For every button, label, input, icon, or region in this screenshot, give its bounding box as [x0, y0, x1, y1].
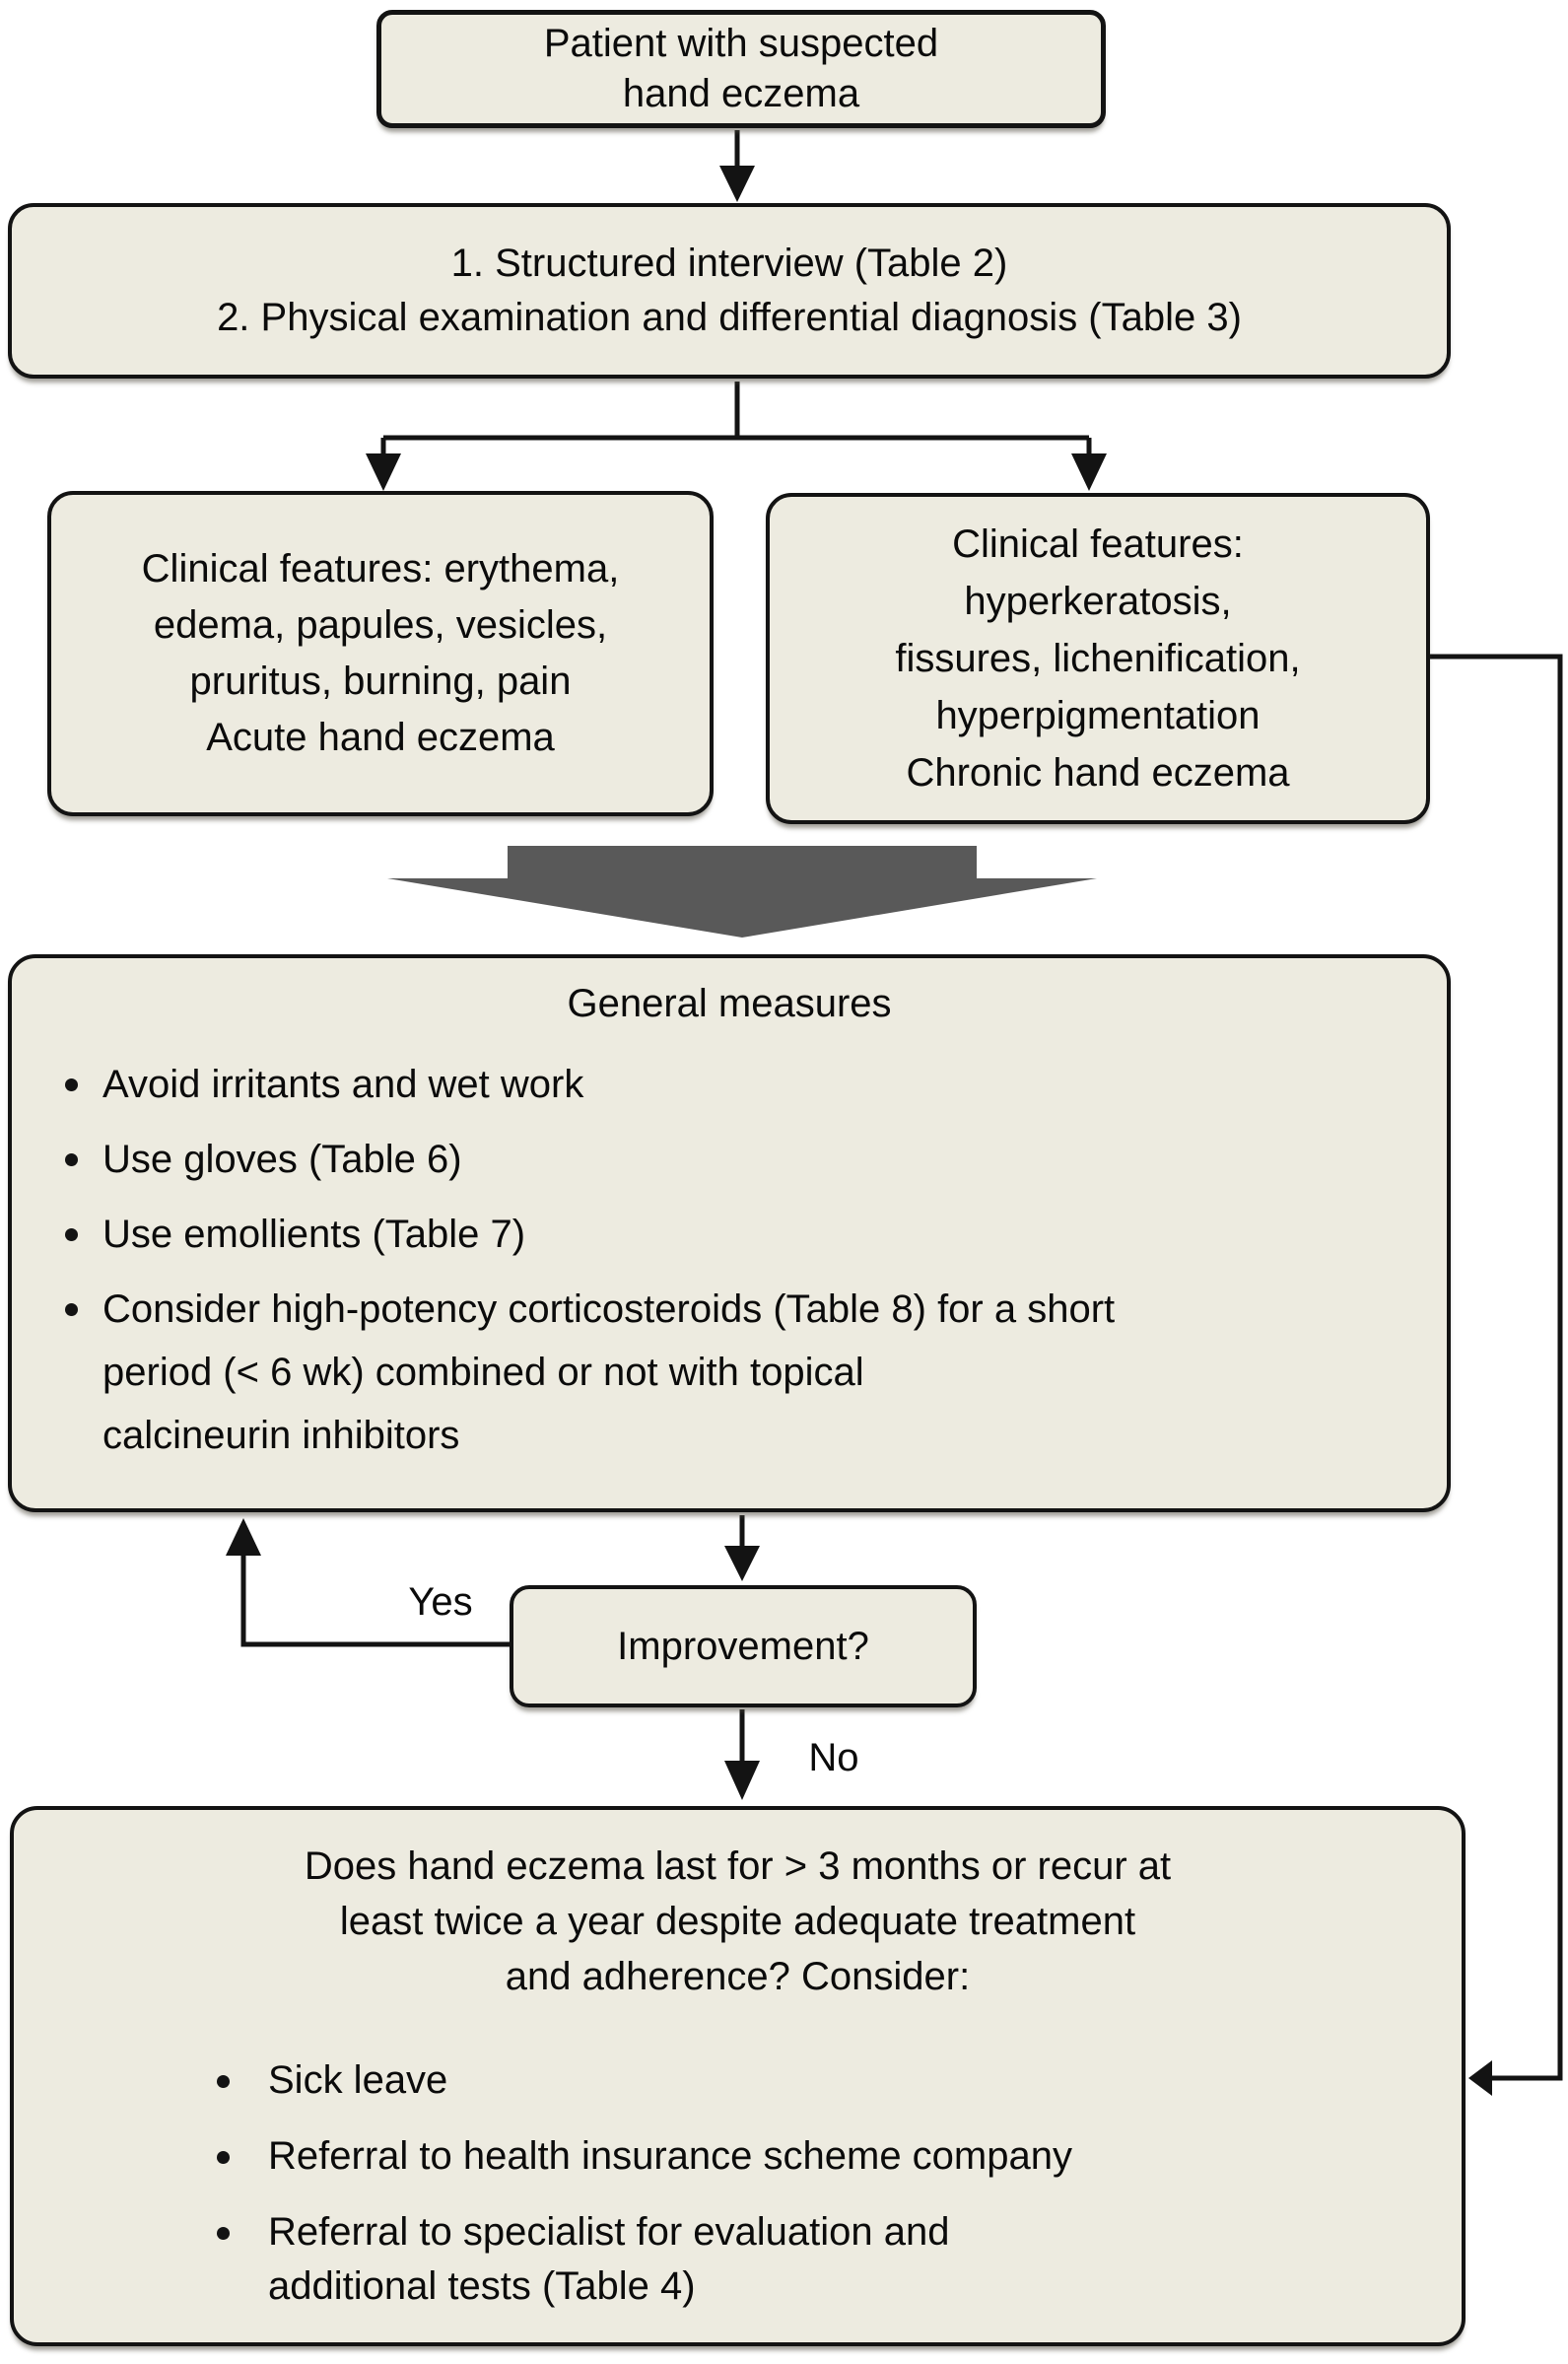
edge-label-no: No [808, 1736, 859, 1779]
bullet-item: Avoid irritants and wet work [65, 1053, 1407, 1116]
bullet-item: Use emollients (Table 7) [65, 1203, 1407, 1266]
node-patient: Patient with suspected hand eczema [376, 10, 1106, 128]
bullet-item: Consider high-potency corticosteroids (T… [65, 1278, 1407, 1467]
arrow-yes-loop [226, 1518, 511, 1647]
bullet-item: Referral to specialist for evaluation an… [217, 2205, 1422, 2314]
arrowhead-to-acute [366, 453, 401, 491]
arrow-improvement-to-persistence [724, 1709, 760, 1800]
edge-label-yes: Yes [408, 1580, 473, 1624]
arrow-patient-to-interview [719, 130, 755, 202]
node-chronic-features: Clinical features: hyperkeratosis, fissu… [766, 493, 1430, 824]
arrowhead-to-chronic [1071, 453, 1107, 491]
node-acute-features: Clinical features: erythema, edema, papu… [47, 491, 714, 816]
persistence-list: Sick leave Referral to health insurance … [217, 2053, 1422, 2314]
node-interview: 1. Structured interview (Table 2) 2. Phy… [8, 203, 1451, 379]
bullet-item: Use gloves (Table 6) [65, 1128, 1407, 1191]
arrow-chronic-to-persistence [1430, 654, 1563, 2096]
node-general-measures: General measures Avoid irritants and wet… [8, 954, 1451, 1512]
node-persistence: Does hand eczema last for > 3 months or … [10, 1806, 1466, 2346]
block-arrow-to-general-measures [387, 846, 1097, 938]
general-measures-title: General measures [567, 982, 892, 1025]
arrow-general-to-improvement [724, 1515, 760, 1581]
persistence-question: Does hand eczema last for > 3 months or … [304, 1844, 1172, 1998]
node-improvement-decision: Improvement? [510, 1585, 977, 1707]
bullet-item: Referral to health insurance scheme comp… [217, 2129, 1422, 2184]
bullet-item: Sick leave [217, 2053, 1422, 2108]
arrow-interview-to-branch [366, 382, 1107, 491]
general-measures-list: Avoid irritants and wet work Use gloves … [65, 1053, 1407, 1467]
